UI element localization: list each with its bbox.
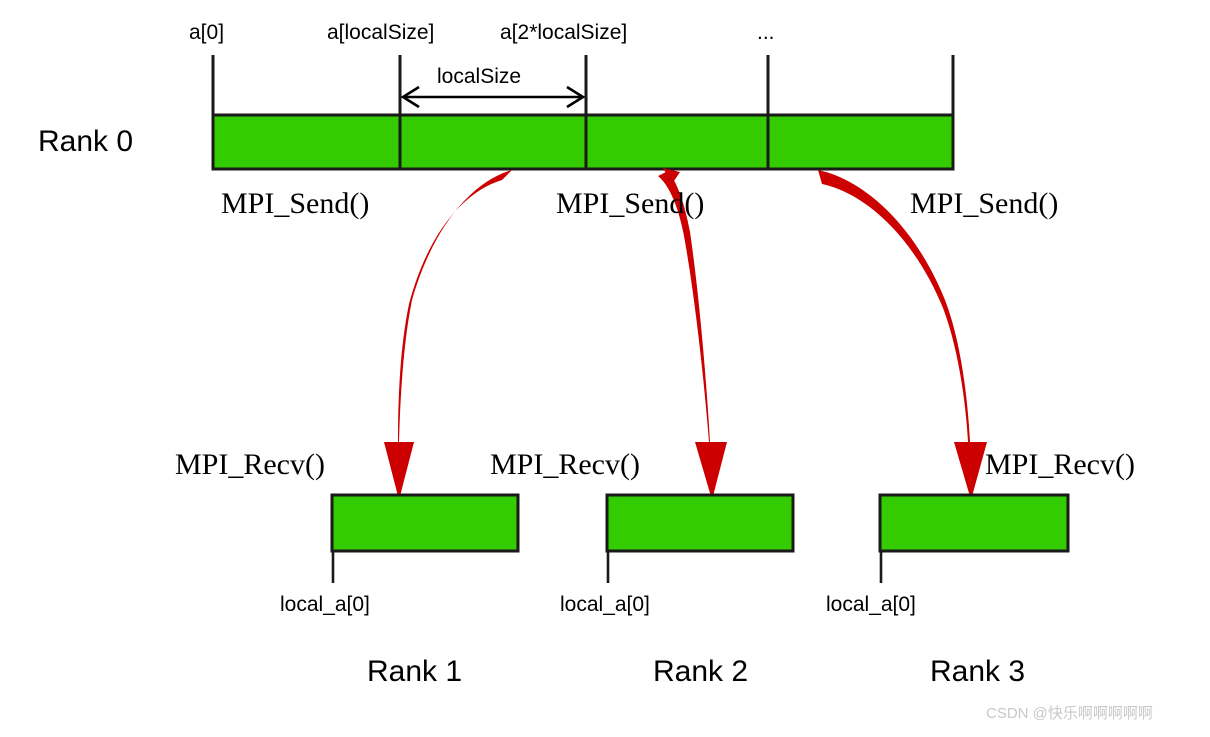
send-arrow-rank3 [818, 170, 987, 500]
label-a0: a[0] [189, 21, 225, 44]
watermark: CSDN @快乐啊啊啊啊啊 [986, 705, 1153, 722]
receiver-box-rank3 [878, 493, 1070, 583]
label-localsize-span: localSize [437, 65, 522, 88]
localsize-measure-arrow [400, 85, 586, 109]
label-mpi-recv-1: MPI_Recv() [175, 448, 325, 481]
label-mpi-recv-2: MPI_Recv() [490, 448, 640, 481]
label-rank-2: Rank 2 [653, 655, 749, 688]
top-tick-marks [211, 55, 955, 117]
label-ellipsis: ... [757, 21, 775, 44]
label-local-a-rank3: local_a[0] [826, 593, 916, 616]
label-rank-0: Rank 0 [38, 125, 134, 158]
receiver-box-rank2 [605, 493, 795, 583]
label-mpi-send-2: MPI_Send() [556, 187, 705, 220]
label-rank-1: Rank 1 [367, 655, 463, 688]
label-local-a-rank1: local_a[0] [280, 593, 370, 616]
label-mpi-recv-3: MPI_Recv() [985, 448, 1135, 481]
rank0-array-bar [211, 113, 955, 171]
label-rank-3: Rank 3 [930, 655, 1026, 688]
label-a-localsize: a[localSize] [327, 21, 435, 44]
send-arrow-rank2 [658, 168, 727, 500]
label-mpi-send-3: MPI_Send() [910, 187, 1059, 220]
receiver-box-rank1 [330, 493, 520, 583]
label-mpi-send-1: MPI_Send() [221, 187, 370, 220]
label-local-a-rank2: local_a[0] [560, 593, 650, 616]
send-arrow-rank1 [384, 170, 512, 500]
label-a-2-localsize: a[2*localSize] [500, 21, 628, 44]
